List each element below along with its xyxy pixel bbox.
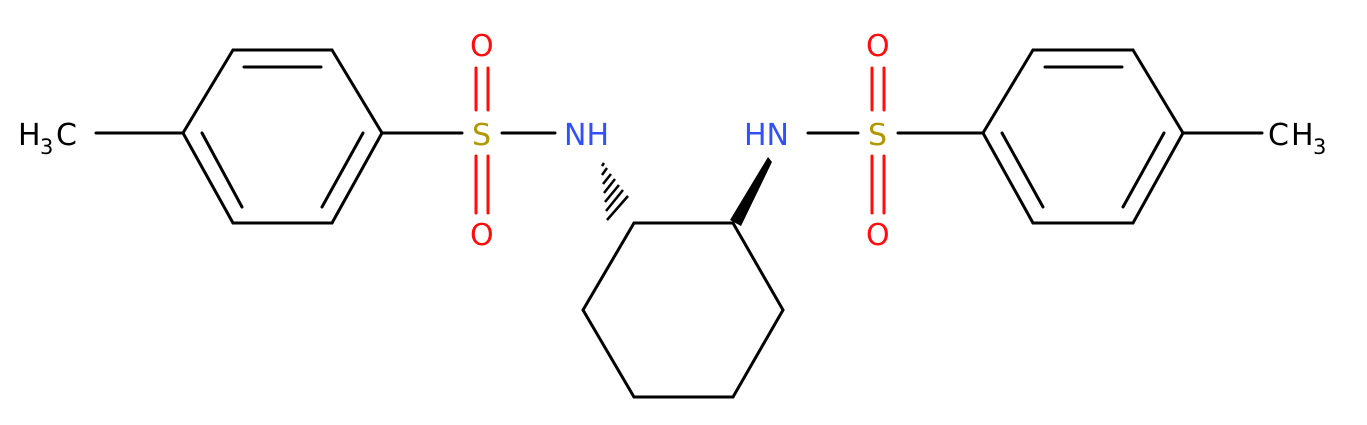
sulfonyl-bonds (474, 66, 886, 215)
bond-left-ring-double (200, 131, 244, 209)
right-amine: HN (744, 118, 789, 153)
left-amine: NH (564, 118, 609, 153)
hashed-wedge-bond (600, 162, 629, 221)
bond-left-ring (330, 131, 384, 225)
bond-left-ring-double (320, 131, 365, 209)
left-methyl-sub: 3 (40, 135, 53, 159)
left-methyl-h: H (18, 118, 41, 153)
bonds (94, 48, 1264, 399)
hash-line (603, 178, 616, 194)
hash-line (605, 189, 624, 212)
bond-right-ring (981, 131, 1035, 225)
right-oxygen-bottom: O (866, 218, 890, 253)
bond-right-ring-double (1121, 131, 1166, 209)
left-sulfur: S (472, 118, 491, 153)
bond-left-ring (330, 48, 384, 135)
left-oxygen-bottom: O (470, 218, 494, 253)
left-oxygen-top: O (470, 29, 494, 64)
hash-line (600, 162, 606, 167)
hash-line (606, 195, 629, 221)
right-methyl-sub: 3 (1313, 135, 1326, 159)
bond-right-ring (1131, 131, 1185, 225)
solid-wedge-bond (730, 157, 772, 226)
bond-left-ring (181, 131, 235, 225)
right-methyl-c: C (1268, 118, 1289, 153)
bond-cyclohexane (731, 221, 785, 312)
right-oxygen-top: O (866, 29, 890, 64)
hash-line (604, 184, 620, 203)
right-sulfur: S (868, 118, 887, 153)
bond-right-ring-double (1000, 131, 1045, 209)
hash-line (602, 173, 612, 185)
bond-right-ring (1131, 48, 1185, 135)
bond-cyclohexane (581, 221, 636, 312)
left-methyl-c: C (56, 118, 77, 153)
hash-line (600, 167, 609, 176)
bond-cyclohexane (581, 308, 636, 399)
bond-cyclohexane (731, 308, 785, 399)
atom-labels: H 3 C C H 3 S S O O O O NH HN (18, 29, 1326, 253)
bond-left-ring (181, 48, 235, 135)
bond-right-ring (981, 48, 1035, 135)
right-methyl-h: H (1291, 118, 1314, 153)
